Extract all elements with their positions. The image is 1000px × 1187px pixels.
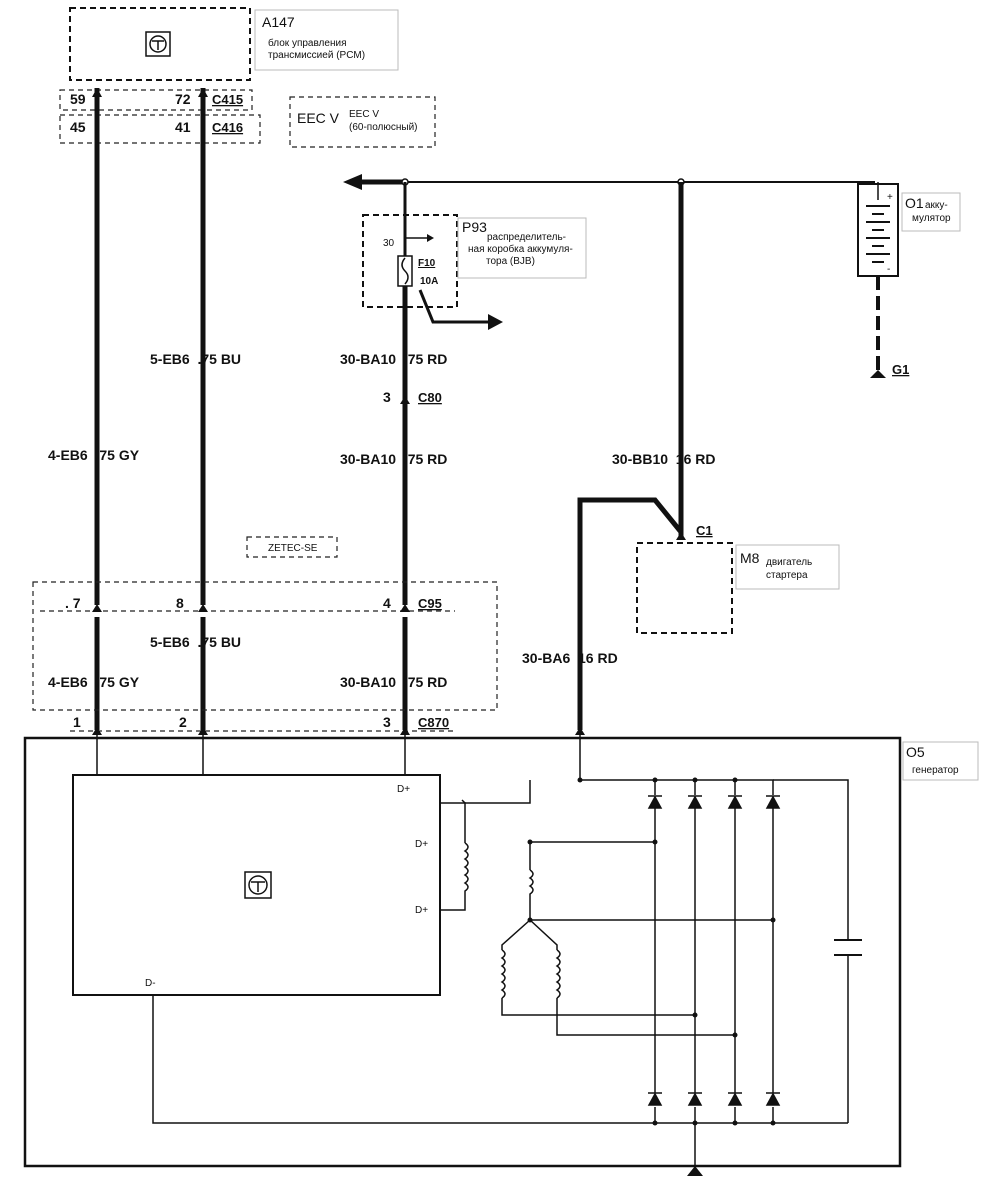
bjb-desc-line3: тора (BJB) — [486, 256, 535, 267]
generator-ground-symbol — [687, 1166, 703, 1176]
pcm-desc-line2: трансмиссией (PCM) — [268, 50, 365, 61]
rectifier-diodes-lower — [647, 1092, 781, 1106]
battery-desc-line2: мулятор — [912, 213, 951, 224]
regulator-d-plus-3: D+ — [415, 905, 428, 916]
wire-label-ba10-3: 30-BA10 .75 RD — [340, 674, 447, 690]
c415-pin-72: 72 — [175, 91, 191, 107]
wire-label-ba6: 30-BA6 16 RD — [522, 650, 618, 666]
c870-pin-1: 1 — [73, 714, 81, 730]
bjb-desc-line1: распределитель- — [487, 232, 566, 243]
generator-code: O5 — [906, 744, 925, 760]
wire-label-eb6-gy-upper: 4-EB6 .75 GY — [48, 447, 140, 463]
ground-g1: G1 — [892, 362, 909, 377]
c870-pin-3: 3 — [383, 714, 391, 730]
c95-name: C95 — [418, 596, 442, 611]
capacitor-symbol — [834, 939, 862, 956]
battery-symbol — [857, 182, 899, 277]
battery-bus-wire — [343, 174, 875, 190]
pcm-desc-line1: блок управления — [268, 37, 346, 49]
starter-label-box — [735, 544, 840, 590]
generator-desc: генератор — [912, 765, 959, 776]
eec-main-label: EEC V — [297, 110, 340, 126]
regulator-icon — [244, 871, 272, 899]
wire-30-bb10 — [577, 182, 684, 730]
pcm-module-box — [69, 7, 251, 81]
zetec-label: ZETEC-SE — [268, 543, 318, 554]
wire-label-bb10: 30-BB10 16 RD — [612, 451, 716, 467]
stator-winding-coils — [500, 869, 561, 999]
c870-name: C870 — [418, 715, 449, 730]
wire-label-ba10-1: 30-BA10 .75 RD — [340, 351, 447, 367]
generator-internal-wiring — [152, 779, 849, 1168]
eec-box — [289, 96, 436, 148]
generator-box — [23, 736, 902, 1168]
battery-ground-wire — [870, 276, 886, 378]
field-winding-coil — [463, 842, 469, 895]
fuse-f10-symbol — [397, 255, 413, 287]
bjb-pin-30: 30 — [383, 238, 395, 249]
c95-pin-7: . 7 — [65, 595, 81, 611]
bjb-code: P93 — [462, 219, 487, 235]
battery-code: O1 — [905, 195, 924, 211]
zetec-box — [246, 536, 338, 558]
battery-label-box — [901, 192, 961, 232]
pcm-module-icon — [145, 31, 171, 57]
c415-name: C415 — [212, 92, 243, 107]
connector-c415-box — [59, 89, 253, 111]
starter-code: M8 — [740, 550, 760, 566]
regulator-d-plus-1: D+ — [397, 784, 410, 795]
wire-label-eb6-gy-lower: 4-EB6 .75 GY — [48, 674, 140, 690]
regulator-d-minus: D- — [145, 978, 156, 989]
c416-name: C416 — [212, 120, 243, 135]
regulator-d-plus-2: D+ — [415, 839, 428, 850]
bjb-desc-line2: ная коробка аккумуля- — [468, 243, 573, 255]
bjb-label-box — [457, 217, 587, 279]
battery-desc-line1: акку- — [925, 200, 948, 211]
pcm-code: A147 — [262, 14, 295, 30]
wire-label-ba10-2: 30-BA10 .75 RD — [340, 451, 447, 467]
connector-c416-box — [59, 114, 261, 144]
regulator-box — [72, 774, 441, 996]
bjb-box — [362, 214, 458, 308]
c80-name: C80 — [418, 390, 442, 405]
starter-box — [636, 542, 733, 634]
wire-label-eb6-bu-lower: 5-EB6 .75 BU — [150, 634, 241, 650]
c80-pin: 3 — [383, 389, 391, 405]
connector-arrows — [92, 88, 686, 735]
wire-label-eb6-bu-upper: 5-EB6 .75 BU — [150, 351, 241, 367]
starter-desc-line2: стартера — [766, 570, 808, 581]
c870-pin-2: 2 — [179, 714, 187, 730]
junction-dots — [527, 777, 776, 1126]
bjb-internal-arrow — [405, 234, 434, 242]
generator-label-box — [902, 741, 979, 781]
bjb-output-arrow — [418, 289, 503, 330]
eec-line2: (60-полюсный) — [349, 122, 418, 133]
c95-pin-4: 4 — [383, 595, 391, 611]
c1-name: C1 — [696, 523, 713, 538]
c416-pin-45: 45 — [70, 119, 86, 135]
c95-pin-8: 8 — [176, 595, 184, 611]
rectifier-diodes-upper — [647, 795, 781, 809]
fuse-name: F10 — [418, 258, 436, 269]
fuse-rating: 10A — [420, 276, 438, 287]
c416-pin-41: 41 — [175, 119, 191, 135]
battery-plus: + — [887, 192, 893, 203]
eec-line1: EEC V — [349, 109, 379, 120]
battery-minus: - — [887, 264, 890, 275]
starter-desc-line1: двигатель — [766, 557, 812, 568]
c415-pin-59: 59 — [70, 91, 86, 107]
engine-harness-region — [32, 581, 498, 711]
pcm-label-box — [254, 9, 399, 71]
